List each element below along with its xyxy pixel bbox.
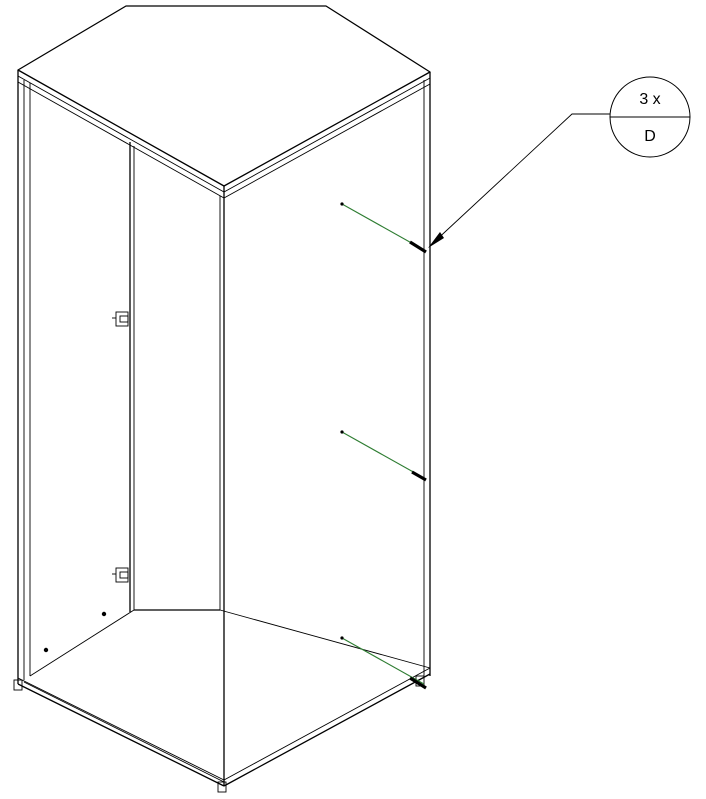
callout-bubble: 3 x D: [609, 76, 691, 158]
back-panel: [29, 142, 220, 677]
callout-part-letter: D: [644, 128, 656, 145]
left-side-panel: [17, 70, 31, 684]
foot-front: [217, 781, 227, 793]
arrowhead-icon: [428, 232, 444, 248]
hinge-plate-upper: [112, 311, 129, 327]
screw-bottom: [340, 636, 427, 690]
drill-hole: [101, 611, 107, 617]
screw-middle: [340, 430, 427, 482]
hinge-plate-lower: [112, 567, 129, 583]
top-panel: [17, 5, 431, 199]
screw-top: [340, 202, 427, 254]
callout-leader: [428, 113, 610, 248]
callout-quantity: 3 x: [639, 91, 660, 108]
foot-left: [13, 679, 23, 691]
bottom-panel: [13, 609, 431, 793]
drill-hole: [43, 647, 49, 653]
right-side-panel: [219, 72, 431, 787]
